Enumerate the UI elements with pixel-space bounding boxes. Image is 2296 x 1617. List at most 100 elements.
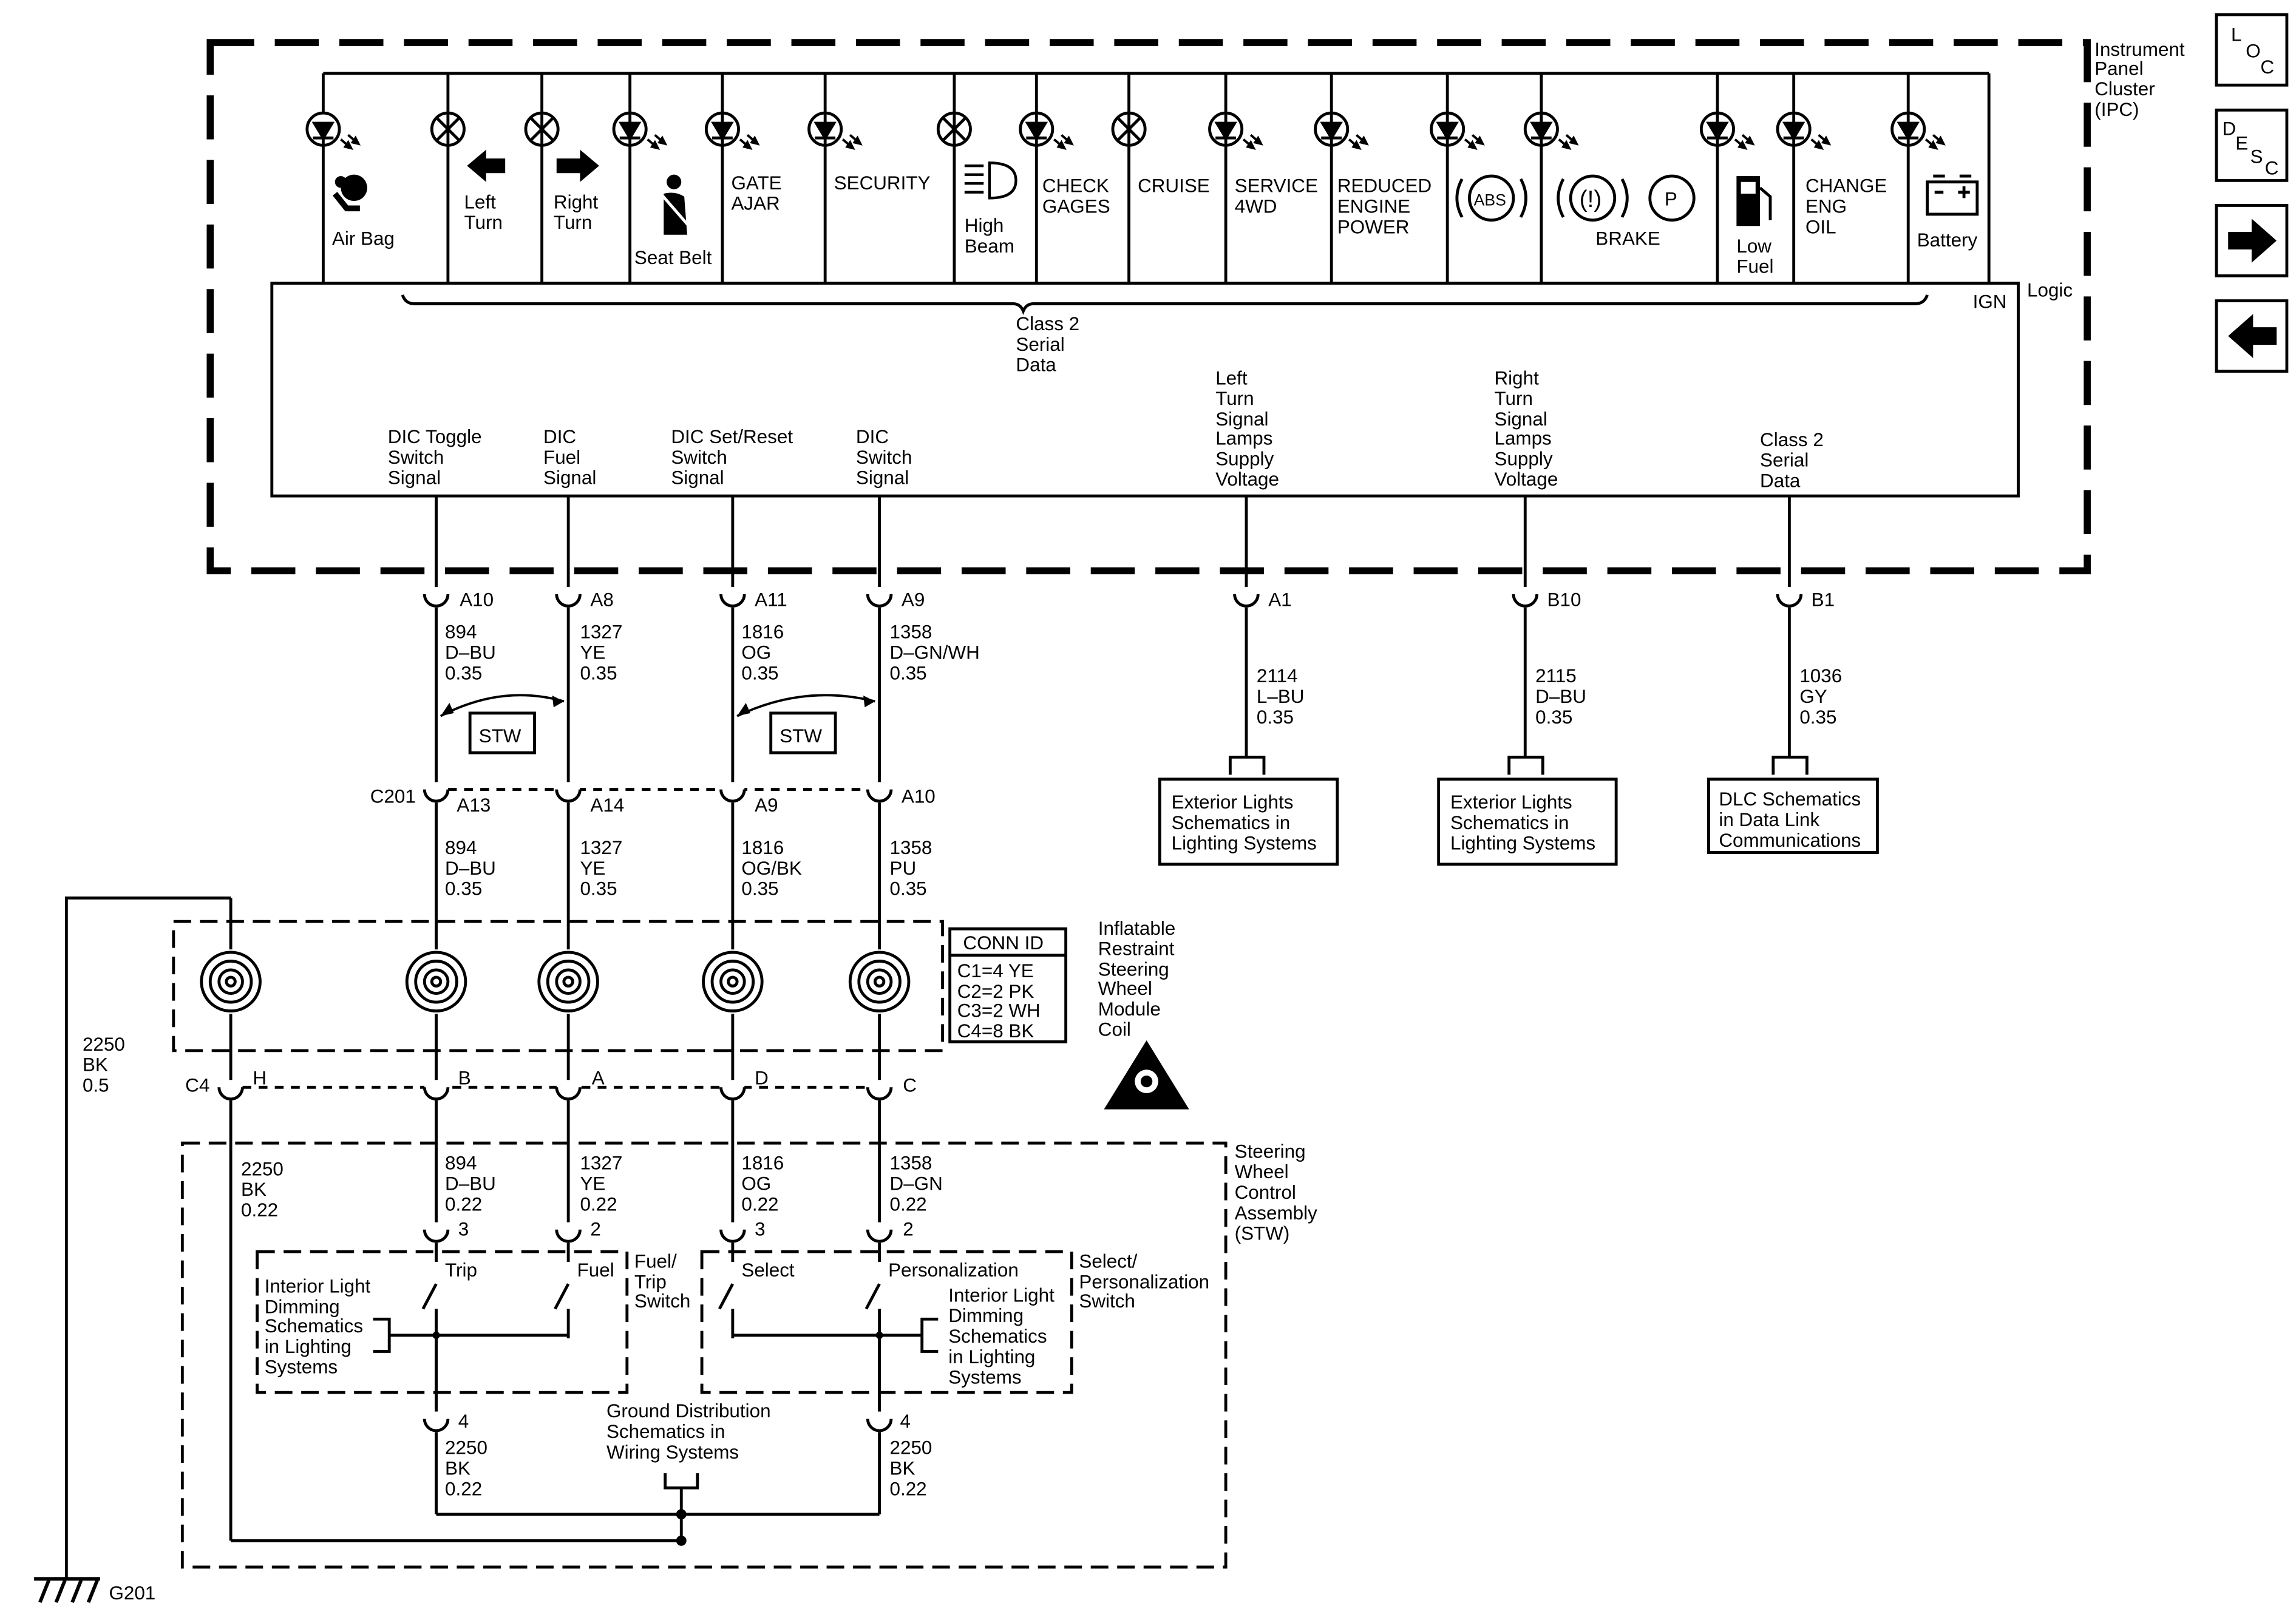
g201-label: G201 bbox=[109, 1582, 155, 1604]
svg-text:Lamps: Lamps bbox=[1495, 427, 1552, 449]
svg-text:Exterior Lights: Exterior Lights bbox=[1172, 792, 1294, 813]
svg-text:Personalization: Personalization bbox=[1079, 1271, 1209, 1292]
svg-text:Assembly: Assembly bbox=[1235, 1202, 1317, 1224]
svg-text:D: D bbox=[755, 1067, 769, 1088]
svg-text:1816: 1816 bbox=[741, 622, 784, 643]
right-turn-lamps-label: Right Turn Signal Lamps Supply Voltage bbox=[1495, 367, 1558, 490]
desc-button[interactable]: D E S C bbox=[2215, 108, 2289, 182]
svg-text:BRAKE: BRAKE bbox=[1595, 228, 1660, 249]
wire-1358-upper-label: 1358 D–GN/WH 0.35 bbox=[890, 622, 980, 684]
svg-text:Lamps: Lamps bbox=[1215, 427, 1272, 449]
high-beam-icon bbox=[964, 161, 1017, 200]
svg-text:Wheel: Wheel bbox=[1235, 1161, 1289, 1182]
svg-text:0.22: 0.22 bbox=[741, 1193, 778, 1215]
arrow-right-icon bbox=[2228, 219, 2277, 263]
wire-1358-mid-label: 1358 PU 0.35 bbox=[890, 837, 932, 900]
svg-text:Switch: Switch bbox=[388, 447, 444, 468]
wire-1816-lower-label: 1816 OG 0.22 bbox=[741, 1153, 784, 1215]
svg-text:0.35: 0.35 bbox=[445, 662, 482, 683]
svg-text:BK: BK bbox=[83, 1054, 108, 1076]
svg-text:Supply: Supply bbox=[1215, 448, 1274, 469]
svg-text:2250: 2250 bbox=[241, 1158, 284, 1179]
service-4wd-indicator: SERVICE 4WD bbox=[1210, 113, 1318, 217]
right-turn-indicator: Right Turn bbox=[526, 113, 599, 233]
abs-icon bbox=[1455, 174, 1527, 222]
svg-text:Control: Control bbox=[1235, 1182, 1296, 1203]
svg-text:YE: YE bbox=[580, 858, 605, 879]
svg-text:Schematics in: Schematics in bbox=[606, 1421, 725, 1442]
gate-ajar-indicator: GATE AJAR bbox=[706, 113, 782, 214]
interior-light-dimming-reference-left[interactable]: Interior Light Dimming Schematics in Lig… bbox=[265, 1276, 371, 1378]
svg-text:OIL: OIL bbox=[1805, 216, 1836, 237]
svg-text:DIC: DIC bbox=[543, 426, 576, 447]
ground-distribution-reference[interactable]: Ground Distribution Schematics in Wiring… bbox=[606, 1400, 771, 1463]
svg-text:BK: BK bbox=[241, 1179, 267, 1200]
next-page-button[interactable] bbox=[2215, 204, 2289, 277]
svg-text:Fuel: Fuel bbox=[1736, 256, 1773, 277]
svg-text:Turn: Turn bbox=[554, 212, 592, 233]
wire-2250-lower-label: 2250 BK 0.22 bbox=[241, 1158, 284, 1221]
brake-icon bbox=[1557, 174, 1696, 222]
svg-text:Switch: Switch bbox=[856, 447, 912, 468]
dic-switch-signal-label: DIC Switch Signal bbox=[856, 426, 912, 489]
low-fuel-indicator: Low Fuel bbox=[1701, 113, 1773, 277]
svg-text:CONN ID: CONN ID bbox=[963, 932, 1044, 954]
svg-text:Class 2: Class 2 bbox=[1760, 429, 1824, 450]
high-beam-indicator: High Beam bbox=[938, 113, 1017, 257]
dlc-reference[interactable]: DLC Schematics in Data Link Communicatio… bbox=[1707, 755, 1879, 854]
svg-text:Schematics: Schematics bbox=[948, 1326, 1047, 1347]
svg-text:Restraint: Restraint bbox=[1098, 938, 1175, 960]
interior-light-dimming-reference-right[interactable]: Interior Light Dimming Schematics in Lig… bbox=[948, 1284, 1055, 1388]
svg-text:0.35: 0.35 bbox=[890, 662, 927, 683]
ipc-boundary bbox=[206, 39, 2091, 575]
exterior-lights-reference-left[interactable]: Exterior Lights Schematics in Lighting S… bbox=[1158, 755, 1339, 866]
abs-indicator: ABS bbox=[1432, 113, 1527, 222]
svg-text:Class 2: Class 2 bbox=[1016, 313, 1079, 334]
svg-text:1327: 1327 bbox=[580, 837, 622, 858]
svg-text:0.5: 0.5 bbox=[83, 1075, 109, 1096]
svg-text:2115: 2115 bbox=[1535, 665, 1577, 686]
desc-letter: D bbox=[2223, 118, 2237, 139]
svg-text:Beam: Beam bbox=[965, 236, 1014, 257]
exterior-lights-reference-right[interactable]: Exterior Lights Schematics in Lighting S… bbox=[1437, 755, 1618, 866]
sir-warning-icon bbox=[1104, 1040, 1189, 1110]
svg-text:Interior Light: Interior Light bbox=[265, 1276, 371, 1297]
svg-text:Lighting Systems: Lighting Systems bbox=[1450, 833, 1595, 854]
svg-text:0.22: 0.22 bbox=[445, 1193, 482, 1215]
dic-fuel-signal-label: DIC Fuel Signal bbox=[543, 426, 596, 489]
svg-text:2250: 2250 bbox=[445, 1437, 487, 1459]
svg-text:Select: Select bbox=[741, 1259, 795, 1281]
svg-text:1327: 1327 bbox=[580, 1153, 622, 1174]
airbag-icon bbox=[332, 174, 367, 212]
svg-text:D–BU: D–BU bbox=[1535, 686, 1586, 707]
svg-text:A13: A13 bbox=[457, 795, 491, 816]
desc-letter: S bbox=[2250, 146, 2263, 167]
svg-text:CHANGE: CHANGE bbox=[1805, 175, 1887, 197]
loc-button[interactable]: L O C bbox=[2215, 13, 2289, 87]
previous-page-button[interactable] bbox=[2215, 299, 2289, 373]
c201-connector: C201 A13 A14 A9 A10 bbox=[370, 782, 936, 816]
svg-text:STW: STW bbox=[479, 725, 521, 747]
svg-text:Interior Light: Interior Light bbox=[948, 1284, 1055, 1306]
ipc-logic-module bbox=[270, 282, 2020, 498]
svg-text:D–GN: D–GN bbox=[890, 1173, 943, 1195]
wire-1327-upper-label: 1327 YE 0.35 bbox=[580, 622, 622, 684]
svg-text:CHECK: CHECK bbox=[1042, 175, 1109, 197]
svg-text:Signal: Signal bbox=[1495, 408, 1547, 430]
class2-serial-data-label: Class 2 Serial Data bbox=[1016, 313, 1079, 376]
svg-text:1358: 1358 bbox=[890, 622, 932, 643]
svg-text:YE: YE bbox=[580, 642, 605, 663]
cruise-indicator: CRUISE bbox=[1113, 113, 1210, 197]
svg-text:Fuel/: Fuel/ bbox=[634, 1251, 677, 1272]
security-indicator: SECURITY bbox=[809, 113, 931, 194]
svg-text:A14: A14 bbox=[590, 795, 624, 816]
ground-wire-2250: 2250 BK 0.5 bbox=[64, 897, 682, 1579]
svg-text:Signal: Signal bbox=[388, 467, 441, 489]
svg-text:0.35: 0.35 bbox=[741, 662, 778, 683]
svg-text:Coil: Coil bbox=[1098, 1019, 1131, 1040]
svg-text:4: 4 bbox=[900, 1411, 910, 1432]
svg-text:3: 3 bbox=[458, 1218, 469, 1239]
stw-option-right: STW bbox=[736, 694, 875, 754]
svg-text:A8: A8 bbox=[590, 589, 613, 610]
svg-text:2250: 2250 bbox=[890, 1437, 932, 1459]
